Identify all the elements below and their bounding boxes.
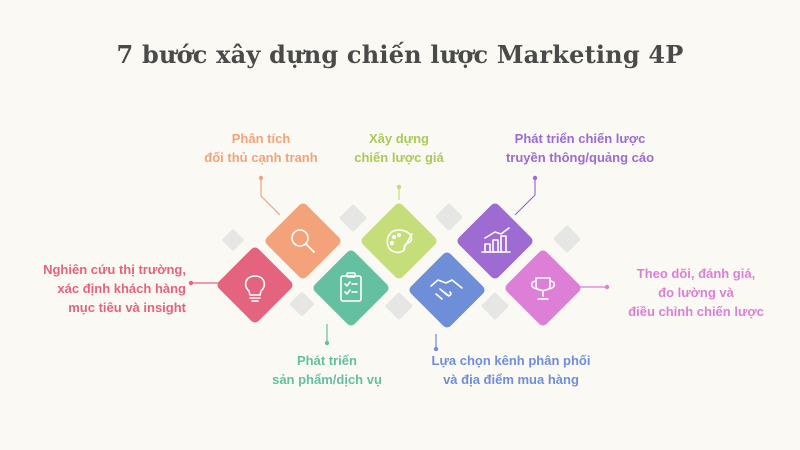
step-2-label: Phân tích đối thủ cạnh tranh — [166, 129, 356, 167]
step-5-label: Lựa chọn kênh phân phối và địa điểm mua … — [396, 351, 626, 389]
step-6-diamond — [457, 203, 533, 279]
growth-chart-icon — [481, 227, 511, 253]
deco-diamond — [290, 292, 314, 316]
connector-2 — [260, 178, 281, 216]
handshake-icon — [430, 279, 463, 300]
step-2-line: Phân tích — [231, 131, 291, 146]
step-3-line: Phát triển — [297, 353, 357, 368]
step-4-line: chiến lược giá — [354, 150, 444, 165]
step-6-line: truyền thông/quảng cáo — [505, 150, 655, 165]
step-7-line: Theo dõi, đánh giá, — [636, 266, 756, 281]
deco-diamond — [435, 203, 463, 231]
deco-diamond — [385, 292, 413, 320]
connector-dot — [604, 284, 610, 290]
connector-dot — [396, 184, 402, 190]
step-diamonds — [217, 203, 581, 328]
step-2-diamond — [265, 203, 341, 279]
step-4-diamond — [361, 203, 437, 279]
step-1-label: Nghiên cứu thị trường, xác định khách hà… — [18, 260, 186, 317]
step-3-diamond — [313, 250, 389, 326]
step-1-line: mục tiêu và insight — [68, 300, 186, 315]
decorative-diamonds — [222, 203, 581, 320]
connectors — [192, 178, 606, 348]
connector-6 — [514, 178, 536, 216]
step-4-label: Xây dựng chiến lược giá — [304, 129, 494, 167]
connector-dot — [532, 175, 538, 181]
connector-dot — [258, 175, 264, 181]
connector-dot — [324, 340, 330, 346]
connector-dot — [433, 346, 439, 352]
step-3-line: sản phẩm/dịch vụ — [272, 372, 382, 387]
step-1-diamond — [217, 247, 293, 323]
deco-diamond — [339, 204, 367, 232]
step-3-label: Phát triển sản phẩm/dịch vụ — [232, 351, 422, 389]
clipboard-checklist-icon — [340, 272, 362, 302]
deco-diamond — [553, 225, 581, 253]
page-title: 7 bước xây dựng chiến lược Marketing 4P — [116, 40, 684, 69]
magnifier-icon — [291, 229, 315, 253]
step-5-line: và địa điểm mua hàng — [443, 372, 579, 387]
step-4-line: Xây dựng — [369, 131, 429, 146]
step-5-line: Lựa chọn kênh phân phối — [431, 353, 591, 368]
step-7-diamond — [505, 250, 581, 326]
connector-dot — [188, 280, 194, 286]
deco-diamond — [481, 292, 509, 320]
step-5-diamond — [409, 252, 485, 328]
step-2-line: đối thủ cạnh tranh — [204, 150, 318, 165]
step-7-label: Theo dõi, đánh giá, đo lường và điều chỉ… — [606, 264, 786, 321]
palette-icon — [386, 229, 413, 254]
step-6-line: Phát triển chiến lược — [514, 131, 646, 146]
step-7-line: đo lường và — [658, 285, 734, 300]
step-1-line: Nghiên cứu thị trường, — [43, 262, 186, 277]
deco-diamond — [222, 229, 244, 251]
lightbulb-icon — [244, 275, 266, 302]
step-6-label: Phát triển chiến lược truyền thông/quảng… — [470, 129, 690, 167]
step-1-line: xác định khách hàng — [57, 281, 186, 296]
trophy-icon — [530, 277, 556, 300]
step-7-line: điều chỉnh chiến lược — [628, 304, 764, 319]
connector-dots — [188, 175, 610, 352]
